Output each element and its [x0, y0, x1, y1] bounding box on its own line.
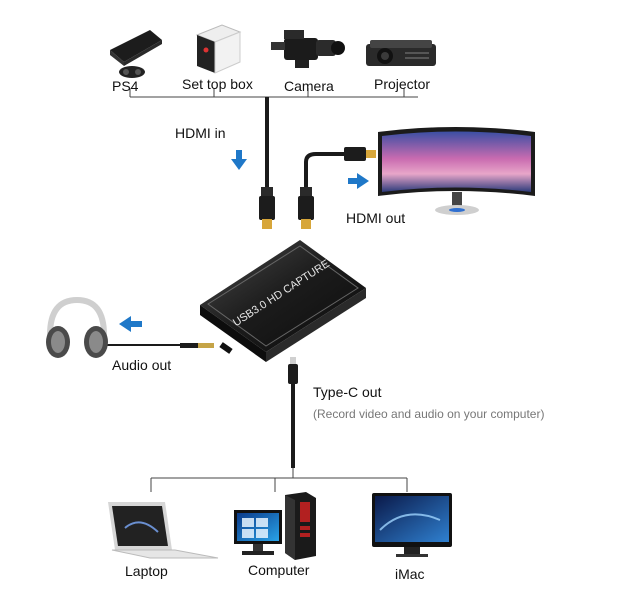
set-top-box-icon — [195, 24, 242, 74]
set-top-box-label: Set top box — [182, 76, 253, 92]
capture-device: USB3.0 HD CAPTURE — [200, 240, 366, 362]
audio-out-label: Audio out — [112, 357, 172, 373]
camera-icon — [271, 30, 345, 68]
projector-icon — [366, 40, 436, 66]
monitor-icon — [378, 127, 535, 215]
hdmi-in-cable — [259, 97, 275, 229]
imac-label: iMac — [395, 566, 425, 582]
laptop-label: Laptop — [125, 563, 168, 579]
computer-icon — [234, 492, 316, 560]
hdmi-out-arrow-icon — [348, 173, 369, 189]
target-bus-line — [150, 468, 408, 492]
audio-cable — [100, 343, 214, 348]
computer-label: Computer — [248, 562, 310, 578]
hdmi-in-label: HDMI in — [175, 125, 226, 141]
hdmi-out-label: HDMI out — [346, 210, 406, 226]
audio-out-arrow-icon — [119, 316, 142, 332]
laptop-icon — [108, 502, 219, 559]
hdmi-out-cable — [298, 147, 376, 229]
projector-label: Projector — [374, 76, 431, 92]
camera-label: Camera — [284, 78, 334, 94]
imac-icon — [372, 493, 452, 557]
ps4-icon — [110, 30, 162, 78]
hdmi-in-arrow-icon — [231, 150, 247, 170]
type-c-cable — [288, 357, 298, 468]
type-c-note: (Record video and audio on your computer… — [313, 407, 545, 421]
headphones-icon — [46, 296, 108, 358]
ps4-label: PS4 — [112, 78, 139, 94]
type-c-out-label: Type-C out — [313, 384, 382, 400]
